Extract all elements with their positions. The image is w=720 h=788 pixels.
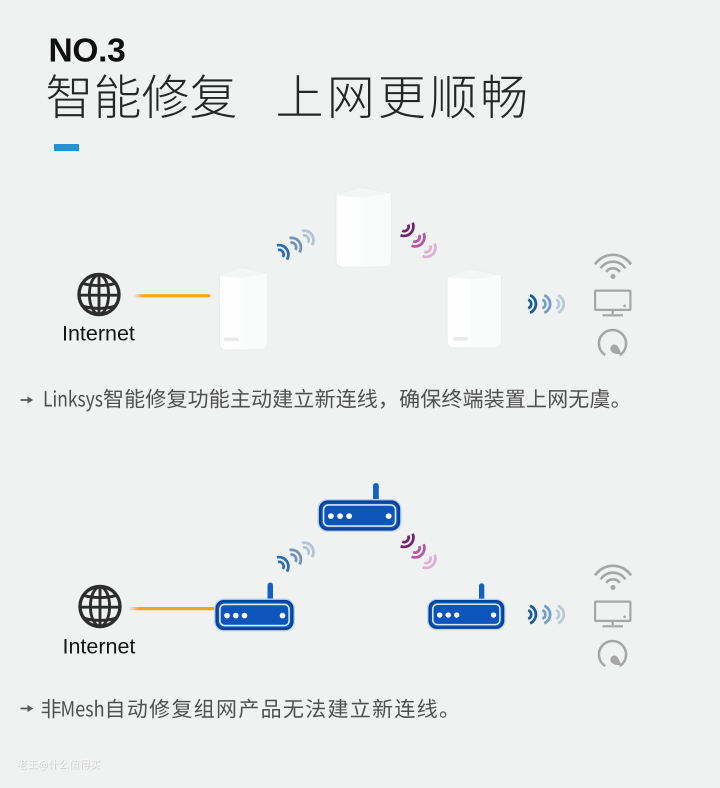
svg-text:NO.3: NO.3	[49, 33, 126, 70]
svg-text:Internet: Internet	[62, 322, 135, 346]
svg-text:Internet: Internet	[63, 635, 136, 659]
